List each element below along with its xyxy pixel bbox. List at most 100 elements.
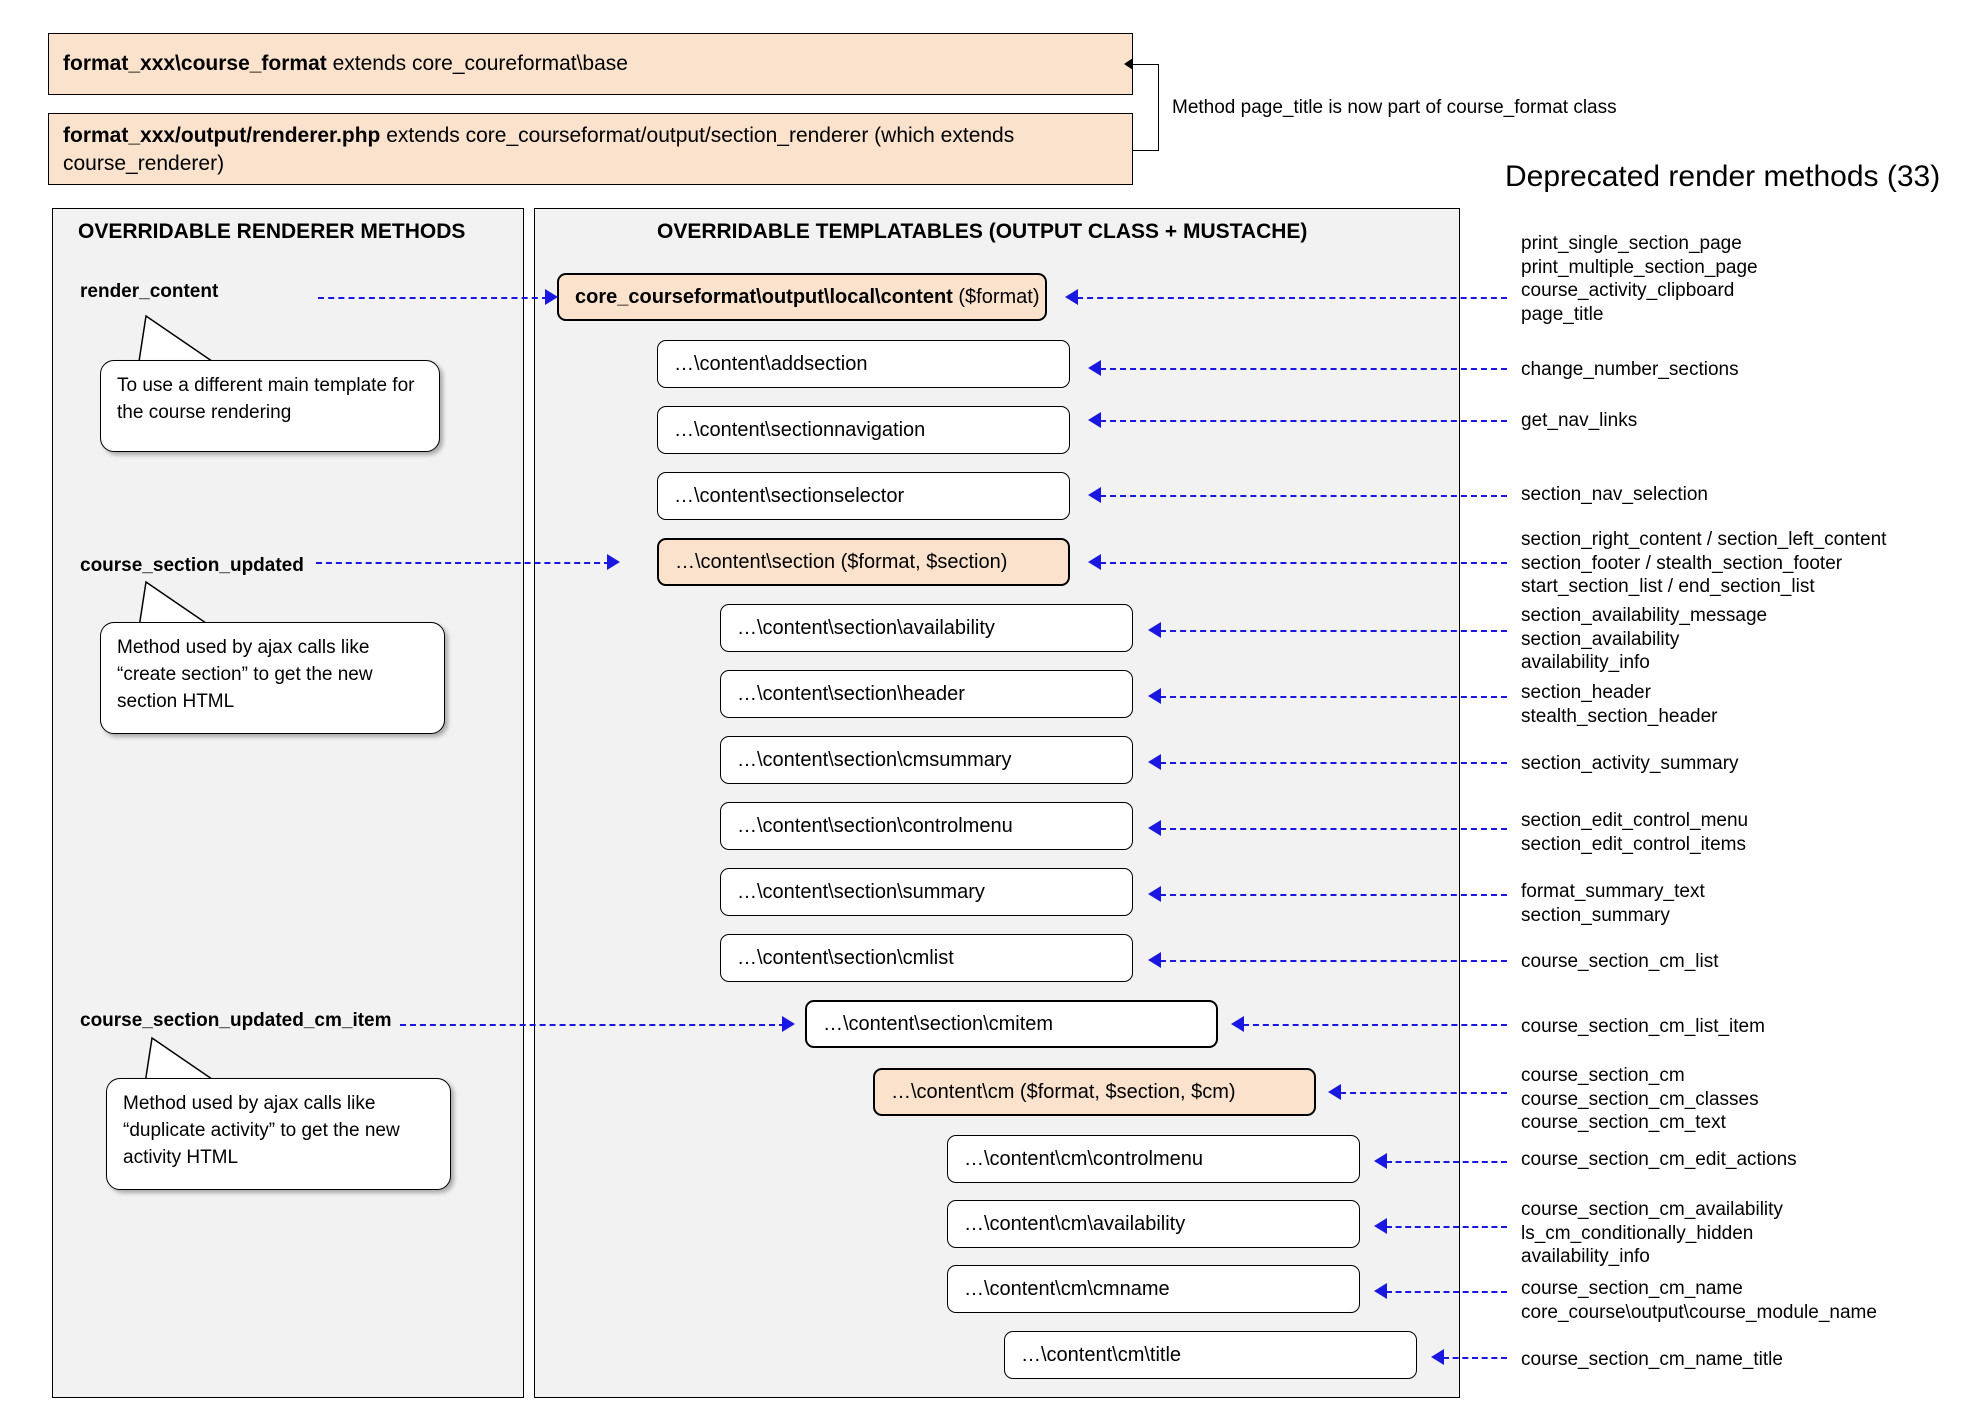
tbox-cm-title-label: …\content\cm\title	[1021, 1343, 1182, 1366]
dep-line: section_right_content / section_left_con…	[1521, 529, 1887, 550]
dep-group-2: change_number_sections	[1521, 358, 1739, 382]
left-panel-title: OVERRIDABLE RENDERER METHODS	[78, 220, 466, 243]
dep-line: section_nav_selection	[1521, 484, 1708, 505]
tbox-section-cmitem[interactable]: …\content\section\cmitem	[805, 1000, 1218, 1048]
connector-dep-11-arrow-icon	[1148, 952, 1161, 968]
dep-line: print_multiple_section_page	[1521, 256, 1758, 278]
dep-group-12: course_section_cm_list_item	[1521, 1015, 1765, 1039]
dep-group-3: get_nav_links	[1521, 409, 1637, 433]
dep-line: section_availability	[1521, 628, 1680, 650]
connector-dep-16-arrow-icon	[1374, 1283, 1387, 1299]
dep-group-11: course_section_cm_list	[1521, 950, 1718, 974]
tbox-cm-controlmenu-label: …\content\cm\controlmenu	[964, 1147, 1203, 1170]
tbox-section-cmsummary[interactable]: …\content\section\cmsummary	[720, 736, 1133, 784]
connector-dep-2-arrow-icon	[1088, 360, 1101, 376]
callout-course-section-updated-cm-item: Method used by ajax calls like “duplicat…	[106, 1078, 451, 1190]
dep-line: course_section_cm_list	[1521, 951, 1719, 972]
tbox-section[interactable]: …\content\section ($format, $section)	[657, 538, 1070, 586]
connector-dep-15	[1386, 1226, 1507, 1228]
tbox-cm-availability-label: …\content\cm\availability	[964, 1212, 1186, 1235]
tbox-section-availability[interactable]: …\content\section\availability	[720, 604, 1133, 652]
dep-line: ls_cm_conditionally_hidden	[1521, 1222, 1754, 1244]
tbox-section-controlmenu[interactable]: …\content\section\controlmenu	[720, 802, 1133, 850]
dep-group-6: section_availability_message section_ava…	[1521, 604, 1767, 675]
dep-line: section_footer / stealth_section_footer	[1521, 552, 1843, 574]
header-box-course-format: format_xxx\course_format extends core_co…	[48, 33, 1133, 95]
tbox-addsection[interactable]: …\content\addsection	[657, 340, 1070, 388]
tbox-section-cmsummary-label: …\content\section\cmsummary	[737, 748, 1012, 771]
dep-line: format_summary_text	[1521, 881, 1705, 902]
connector-dep-16	[1386, 1291, 1507, 1293]
tbox-cm-controlmenu[interactable]: …\content\cm\controlmenu	[947, 1135, 1360, 1183]
tbox-addsection-label: …\content\addsection	[674, 352, 868, 375]
middle-panel-title: OVERRIDABLE TEMPLATABLES (OUTPUT CLASS +…	[657, 220, 1308, 243]
header-note: Method page_title is now part of course_…	[1172, 97, 1617, 118]
dep-line: course_section_cm_classes	[1521, 1088, 1759, 1110]
connector-dep-7-arrow-icon	[1148, 688, 1161, 704]
connector-dep-4	[1100, 495, 1507, 497]
dep-line: page_title	[1521, 303, 1604, 325]
tbox-section-cmlist[interactable]: …\content\section\cmlist	[720, 934, 1133, 982]
tbox-section-label: …\content\section ($format, $section)	[675, 550, 1008, 573]
renderer-method-course-section-updated[interactable]: course_section_updated	[80, 555, 304, 576]
dep-group-14: course_section_cm_edit_actions	[1521, 1148, 1797, 1172]
tbox-cm-cmname-label: …\content\cm\cmname	[964, 1277, 1170, 1300]
connector-dep-3	[1100, 420, 1507, 422]
tbox-section-availability-label: …\content\section\availability	[737, 616, 995, 639]
dep-line: change_number_sections	[1521, 359, 1739, 380]
dep-group-1: print_single_section_page print_multiple…	[1521, 232, 1758, 326]
connector-dep-6-arrow-icon	[1148, 622, 1161, 638]
callout-course-section-updated: Method used by ajax calls like “create s…	[100, 622, 445, 734]
dep-line: course_section_cm_edit_actions	[1521, 1149, 1797, 1170]
dep-group-15: course_section_cm_availability ls_cm_con…	[1521, 1198, 1783, 1269]
tbox-cm-cmname[interactable]: …\content\cm\cmname	[947, 1265, 1360, 1313]
dep-line: section_edit_control_menu	[1521, 810, 1749, 831]
connector-dep-10	[1160, 894, 1507, 896]
tbox-cm-title[interactable]: …\content\cm\title	[1004, 1331, 1417, 1379]
tbox-section-controlmenu-label: …\content\section\controlmenu	[737, 814, 1013, 837]
header-box-renderer-php-rest: extends core_courseformat/output/section…	[63, 124, 1015, 175]
connector-render-content-arrow-icon	[545, 289, 558, 305]
dep-group-5: section_right_content / section_left_con…	[1521, 528, 1886, 599]
dep-line: print_single_section_page	[1521, 233, 1742, 254]
tbox-sectionnavigation[interactable]: …\content\sectionnavigation	[657, 406, 1070, 454]
dep-line: stealth_section_header	[1521, 705, 1718, 727]
tbox-section-summary[interactable]: …\content\section\summary	[720, 868, 1133, 916]
connector-dep-1-arrow-icon	[1065, 289, 1078, 305]
deprecated-methods-title: Deprecated render methods (33)	[1505, 160, 1941, 193]
connector-dep-4-arrow-icon	[1088, 487, 1101, 503]
connector-dep-13	[1340, 1092, 1507, 1094]
connector-dep-6	[1160, 630, 1507, 632]
connector-dep-8	[1160, 762, 1507, 764]
dep-line: availability_info	[1521, 652, 1650, 674]
tbox-sectionnavigation-label: …\content\sectionnavigation	[674, 418, 926, 441]
tbox-section-cmlist-label: …\content\section\cmlist	[737, 946, 954, 969]
connector-dep-9-arrow-icon	[1148, 820, 1161, 836]
header-brace-arrow-icon	[1124, 58, 1133, 70]
dep-line: section_availability_message	[1521, 605, 1768, 626]
connector-dep-9	[1160, 828, 1507, 830]
renderer-method-course-section-updated-cm-item[interactable]: course_section_updated_cm_item	[80, 1010, 392, 1031]
dep-line: section_edit_control_items	[1521, 833, 1746, 855]
tbox-cm[interactable]: …\content\cm ($format, $section, $cm)	[873, 1068, 1316, 1116]
dep-group-13: course_section_cm course_section_cm_clas…	[1521, 1064, 1759, 1135]
header-box-renderer-php-bold: format_xxx/output/renderer.php	[63, 124, 381, 147]
connector-course-section-updated-arrow-icon	[607, 554, 620, 570]
renderer-method-render-content[interactable]: render_content	[80, 281, 219, 302]
tbox-section-header[interactable]: …\content\section\header	[720, 670, 1133, 718]
dep-line: course_section_cm_list_item	[1521, 1016, 1765, 1037]
header-brace	[1133, 64, 1159, 151]
connector-dep-14	[1386, 1161, 1507, 1163]
dep-line: course_section_cm_availability	[1521, 1199, 1783, 1220]
dep-group-16: course_section_cm_name core_course\outpu…	[1521, 1277, 1877, 1324]
tbox-content[interactable]: core_courseformat\output\local\content (…	[557, 273, 1047, 321]
connector-dep-11	[1160, 960, 1507, 962]
dep-line: course_section_cm	[1521, 1065, 1685, 1086]
tbox-cm-availability[interactable]: …\content\cm\availability	[947, 1200, 1360, 1248]
connector-dep-17-arrow-icon	[1431, 1349, 1444, 1365]
dep-group-10: format_summary_text section_summary	[1521, 880, 1705, 927]
tbox-sectionselector[interactable]: …\content\sectionselector	[657, 472, 1070, 520]
dep-line: course_section_cm_name_title	[1521, 1349, 1783, 1370]
dep-line: section_activity_summary	[1521, 753, 1739, 774]
dep-line: core_course\output\course_module_name	[1521, 1301, 1877, 1323]
